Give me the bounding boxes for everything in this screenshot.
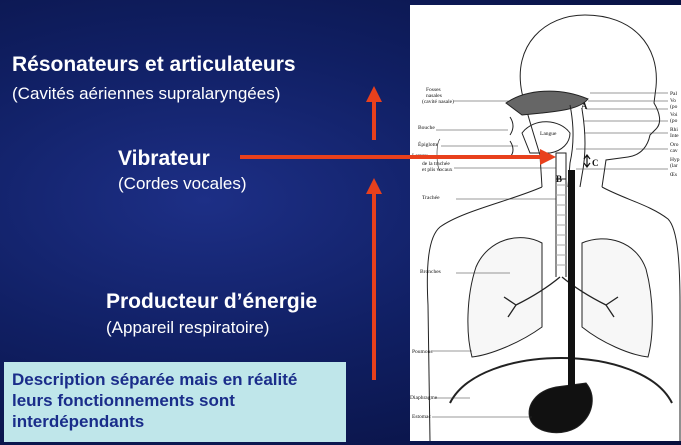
slide: Résonateurs et articulateurs (Cavités aé… <box>0 0 681 445</box>
arrows-layer <box>0 0 681 445</box>
